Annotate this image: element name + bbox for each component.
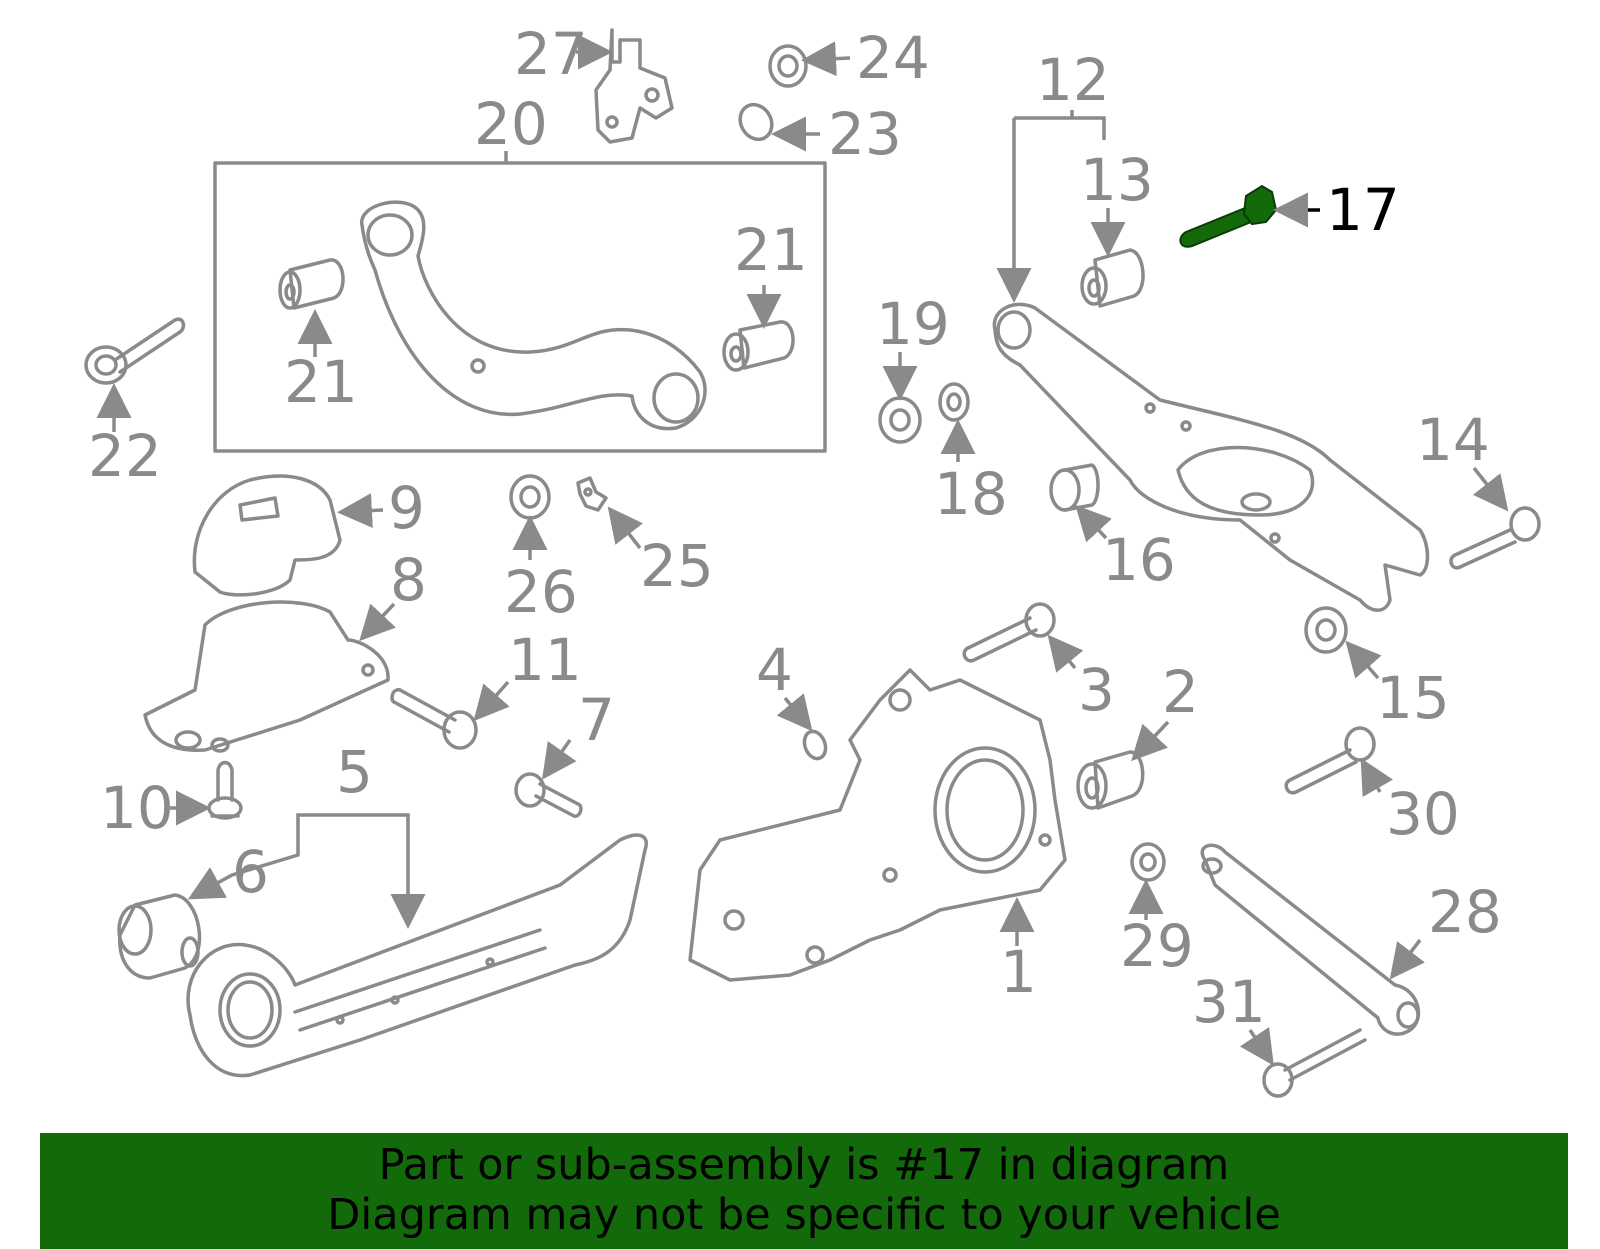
part-17-bolt-highlighted[interactable]: [1179, 184, 1278, 248]
part-21-bushing-left[interactable]: [278, 258, 345, 310]
part-14-bolt[interactable]: [1449, 506, 1541, 570]
callout-23: 23: [828, 100, 902, 168]
callout-15: 15: [1376, 664, 1450, 732]
part-4-washer[interactable]: [801, 728, 829, 761]
part-9-cover[interactable]: [192, 474, 342, 597]
callout-8: 8: [390, 546, 427, 614]
banner-line-2: Diagram may not be specific to your vehi…: [327, 1190, 1281, 1240]
part-12-lower-control-arm[interactable]: [992, 302, 1430, 612]
callout-27: 27: [514, 20, 588, 88]
part-11-bolt[interactable]: [390, 688, 478, 750]
callout-6: 6: [232, 838, 269, 906]
part-27-bracket[interactable]: [594, 28, 674, 144]
callout-16: 16: [1102, 526, 1176, 594]
callout-4: 4: [756, 636, 793, 704]
callout-19: 19: [876, 290, 950, 358]
callout-11: 11: [508, 626, 582, 694]
part-10-screw[interactable]: [207, 760, 243, 820]
callout-21-left: 21: [284, 348, 358, 416]
callout-22: 22: [88, 422, 162, 490]
part-5-trailing-arm[interactable]: [186, 833, 648, 1078]
leader-lines: [96, 34, 1509, 1066]
part-13-bushing[interactable]: [1080, 248, 1145, 308]
callout-21-right: 21: [734, 216, 808, 284]
callout-18: 18: [934, 460, 1008, 528]
callout-14: 14: [1416, 406, 1490, 474]
callout-30: 30: [1386, 780, 1460, 848]
part-20-assembly-box: [213, 161, 827, 453]
part-21-bushing-right[interactable]: [722, 320, 795, 372]
part-31-bolt[interactable]: [1262, 1028, 1367, 1098]
callout-29: 29: [1120, 912, 1194, 980]
part-1-knuckle[interactable]: [688, 668, 1067, 982]
callout-13: 13: [1080, 146, 1154, 214]
part-8-mount[interactable]: [143, 600, 390, 753]
part-7-bolt[interactable]: [514, 772, 583, 818]
part-16-sleeve[interactable]: [1049, 463, 1100, 512]
callout-9: 9: [388, 474, 425, 542]
part-28-link[interactable]: [1200, 843, 1421, 1036]
part-3-bolt[interactable]: [962, 602, 1056, 663]
callout-5: 5: [336, 738, 373, 806]
part-20-upper-control-arm[interactable]: [360, 200, 707, 431]
part-18-washer[interactable]: [938, 382, 970, 422]
callout-2: 2: [1162, 658, 1199, 726]
part-19-nut[interactable]: [878, 396, 922, 444]
callout-28: 28: [1428, 878, 1502, 946]
callout-labels: 1 2 3 4 5 6 7 8 9 10 11 12 13 14 15 16 1…: [88, 20, 1502, 1036]
part-2-bushing[interactable]: [1076, 750, 1145, 810]
callout-20: 20: [474, 90, 548, 158]
callout-12: 12: [1036, 46, 1110, 114]
part-15-nut[interactable]: [1304, 606, 1348, 654]
banner-line-1: Part or sub-assembly is #17 in diagram: [378, 1140, 1230, 1190]
callout-31: 31: [1192, 968, 1266, 1036]
info-banner: Part or sub-assembly is #17 in diagram D…: [40, 1133, 1568, 1249]
callout-1: 1: [1000, 938, 1037, 1006]
part-24-nut[interactable]: [768, 44, 808, 88]
part-25-clip[interactable]: [576, 476, 608, 512]
callout-25: 25: [640, 532, 714, 600]
callout-24: 24: [856, 24, 930, 92]
callout-17: 17: [1326, 176, 1400, 244]
part-6-bushing[interactable]: [117, 893, 202, 980]
callout-3: 3: [1078, 656, 1115, 724]
part-26-nut[interactable]: [509, 474, 551, 520]
part-23-ring[interactable]: [734, 99, 778, 145]
callout-7: 7: [578, 686, 615, 754]
callout-26: 26: [504, 558, 578, 626]
part-30-bolt[interactable]: [1284, 726, 1376, 795]
part-29-nut[interactable]: [1130, 842, 1166, 882]
callout-10: 10: [100, 774, 174, 842]
part-22-bolt[interactable]: [84, 317, 186, 385]
